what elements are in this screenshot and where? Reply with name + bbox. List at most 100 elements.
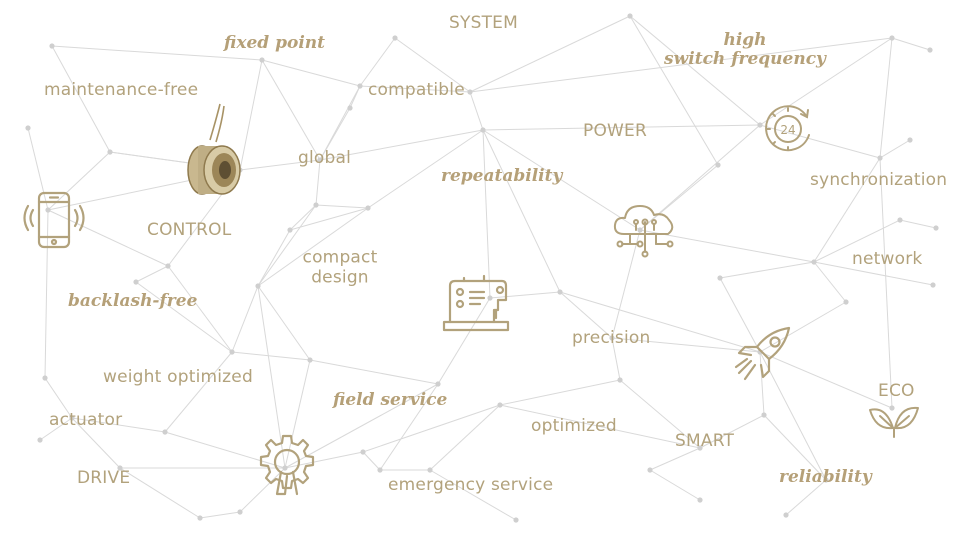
connection-line (379, 383, 439, 471)
connection-line (257, 285, 311, 361)
connection-line (164, 431, 286, 469)
connection-node (897, 217, 903, 223)
connection-line (135, 281, 233, 353)
connection-line (785, 479, 827, 516)
connection-line (359, 37, 396, 87)
connection-node (717, 275, 723, 281)
label-control: CONTROL (147, 220, 232, 240)
connection-line (359, 85, 471, 93)
connection-node (49, 43, 55, 49)
connection-line (257, 229, 291, 287)
label-fixed-point: fixed point (224, 33, 326, 53)
connection-node (37, 437, 43, 443)
label-compact-design: compact design (303, 248, 378, 289)
connection-node (647, 467, 653, 473)
label-repeatability: repeatability (441, 166, 563, 186)
label-backlash-free: backlash-free (68, 291, 198, 311)
connection-line (639, 229, 815, 263)
connection-node (467, 89, 473, 95)
connection-node (347, 105, 353, 111)
label-weight-optimized: weight optimized (103, 367, 253, 387)
connection-line (813, 157, 881, 263)
connection-node (392, 35, 398, 41)
connection-line (559, 291, 613, 339)
label-field-service: field service (333, 390, 448, 410)
connection-line (261, 59, 321, 161)
connection-node (811, 259, 817, 265)
connection-line (649, 469, 701, 501)
connection-node (877, 155, 883, 161)
connection-line (879, 157, 893, 409)
connection-line (629, 15, 761, 126)
gear-wrench-icon (259, 434, 315, 496)
label-switch-frequency: switch frequency (664, 49, 826, 69)
label-high: high (723, 30, 767, 50)
connection-node (107, 149, 113, 155)
connection-line (47, 151, 111, 211)
connection-node (889, 405, 895, 411)
label-global: global (298, 148, 352, 168)
connection-line (639, 124, 761, 231)
sewing-machine-icon (442, 274, 510, 332)
connection-line (813, 219, 901, 263)
connection-line (611, 229, 641, 339)
svg-text:24: 24 (780, 123, 795, 137)
connection-line (257, 285, 286, 469)
connection-line (367, 129, 484, 209)
connection-node (497, 402, 503, 408)
connection-line (499, 379, 621, 406)
connection-line (309, 359, 439, 385)
connection-line (315, 204, 369, 209)
connection-line (619, 379, 701, 449)
connection-node (360, 449, 366, 455)
label-network: network (852, 249, 923, 269)
connection-node (42, 375, 48, 381)
connection-line (763, 414, 827, 481)
connection-node (162, 429, 168, 435)
connection-line (429, 469, 517, 521)
connection-line (649, 447, 701, 471)
connection-line (362, 404, 501, 453)
connection-line (469, 37, 893, 93)
connection-line (879, 37, 893, 159)
connection-node (317, 157, 323, 163)
connection-node (907, 137, 913, 143)
connection-node (927, 47, 933, 53)
connection-line (759, 124, 881, 159)
connection-line (469, 15, 631, 93)
connection-node (69, 415, 75, 421)
connection-node (715, 162, 721, 168)
label-compact: compact (302, 247, 378, 268)
connection-line (429, 404, 501, 471)
connection-line (629, 15, 719, 166)
cloud-network-icon (613, 205, 674, 258)
connection-node (427, 467, 433, 473)
connection-line (813, 261, 847, 303)
label-precision: precision (572, 328, 651, 348)
connection-node (307, 357, 313, 363)
connection-node (255, 283, 261, 289)
connection-node (513, 517, 519, 523)
connection-line (699, 414, 765, 449)
connection-line (51, 45, 263, 61)
connection-node (165, 263, 171, 269)
connection-node (889, 35, 895, 41)
connection-line (289, 204, 317, 231)
connection-line (135, 265, 169, 283)
connection-line (394, 37, 471, 93)
connection-node (45, 207, 51, 213)
connection-node (282, 465, 288, 471)
connection-node (557, 289, 563, 295)
label-synchronization: synchronization (810, 170, 948, 190)
connection-node (627, 13, 633, 19)
connection-node (783, 512, 789, 518)
label-system: SYSTEM (449, 13, 518, 33)
connection-node (197, 515, 203, 521)
connection-line (199, 511, 241, 519)
connection-node (487, 295, 493, 301)
connection-node (313, 202, 319, 208)
connection-line (482, 129, 491, 299)
connection-node (823, 477, 829, 483)
connection-line (239, 467, 286, 513)
connection-node (237, 509, 243, 515)
